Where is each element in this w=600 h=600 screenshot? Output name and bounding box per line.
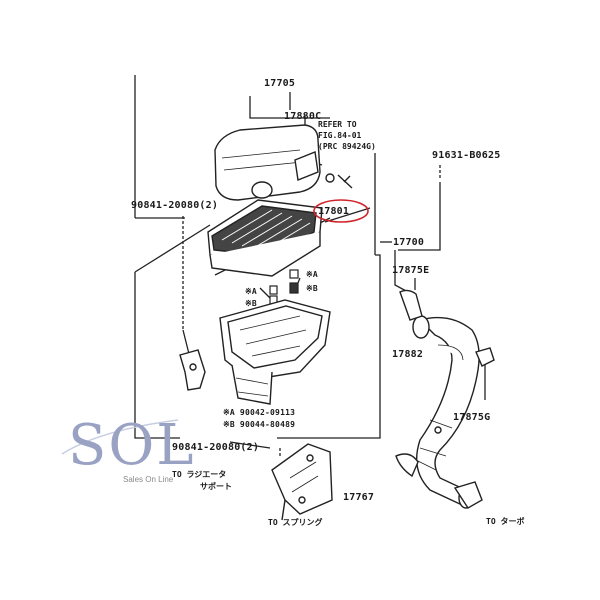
label-17880c: 17880C bbox=[284, 111, 322, 122]
note-star-a: ※A 90042-09113 bbox=[223, 408, 296, 417]
label-17700: 17700 bbox=[393, 237, 425, 248]
air-filter-element bbox=[207, 199, 323, 277]
refer-note-line2: FIG.84-01 bbox=[318, 131, 362, 140]
label-17705: 17705 bbox=[264, 78, 296, 89]
frame-line-right bbox=[277, 254, 381, 439]
label-star-b-left: ※B bbox=[245, 299, 257, 308]
clips-small bbox=[269, 269, 299, 305]
bracket bbox=[271, 443, 333, 521]
air-cleaner-cap bbox=[214, 124, 353, 201]
sol-logo-text: SOL bbox=[68, 413, 196, 478]
frame-line-diagonal bbox=[134, 224, 211, 273]
sol-logo-mark bbox=[61, 419, 179, 455]
label-17882: 17882 bbox=[392, 349, 424, 360]
label-90841-lower: 90841-20080(2) bbox=[172, 442, 260, 453]
to-radiator-line2: サポート bbox=[200, 482, 232, 491]
frame-line-lower-left bbox=[134, 272, 180, 439]
intake-hose bbox=[395, 289, 495, 509]
label-star-b-right: ※B bbox=[306, 284, 318, 293]
label-90841-upper: 90841-20080(2) bbox=[131, 200, 219, 211]
label-17875g: 17875G bbox=[453, 412, 491, 423]
refer-note-line1: REFER TO bbox=[318, 120, 357, 129]
to-turbo: TO ターボ bbox=[486, 517, 525, 526]
label-17801: 17801 bbox=[318, 206, 350, 217]
label-17767: 17767 bbox=[343, 492, 375, 503]
sol-logo-subtitle: Sales On Line bbox=[123, 475, 174, 484]
label-17875e: 17875E bbox=[392, 265, 430, 276]
label-star-a-left: ※A bbox=[245, 287, 257, 296]
highlight-circle bbox=[313, 199, 369, 223]
to-spring: TO スプリング bbox=[268, 518, 323, 527]
note-star-b: ※B 90044-80489 bbox=[223, 420, 296, 429]
label-star-a-right: ※A bbox=[306, 270, 318, 279]
to-radiator-line1: TO ラジエータ bbox=[172, 470, 227, 479]
refer-note-line3: (PRC 89424G) bbox=[318, 142, 376, 151]
air-cleaner-case bbox=[179, 299, 331, 405]
label-91631: 91631-B0625 bbox=[432, 150, 501, 161]
